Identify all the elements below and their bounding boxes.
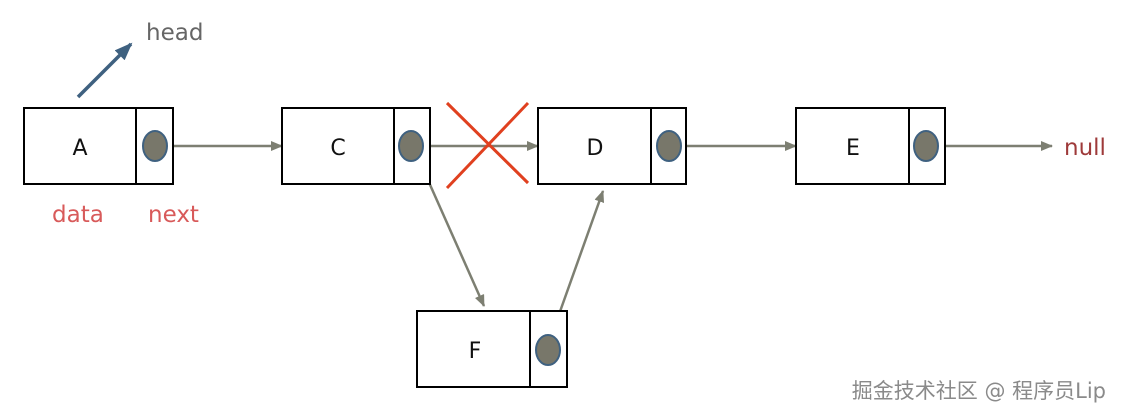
node-d: D [537,107,687,185]
watermark: 掘金技术社区 @ 程序员Lip [852,379,1106,403]
head-label: head [146,20,203,46]
next-pointer-icon [913,130,939,162]
node-label: C [330,136,345,161]
removed-link-cross [445,101,530,190]
node-e: E [795,107,946,185]
next-pointer-icon [656,130,682,162]
node-label: E [846,136,860,161]
node-c: C [281,107,431,185]
null-label: null [1064,135,1106,161]
node-label: A [72,136,87,161]
next-pointer-icon [142,130,168,162]
data-field-label: data [52,202,104,228]
node-label: F [469,339,482,364]
node-f: F [416,310,568,388]
next-pointer-icon [398,130,424,162]
head-arrow [76,42,133,99]
node-label: D [587,136,604,161]
next-pointer-icon [535,334,561,366]
next-field-label: next [148,202,199,228]
node-a: A [23,107,174,185]
